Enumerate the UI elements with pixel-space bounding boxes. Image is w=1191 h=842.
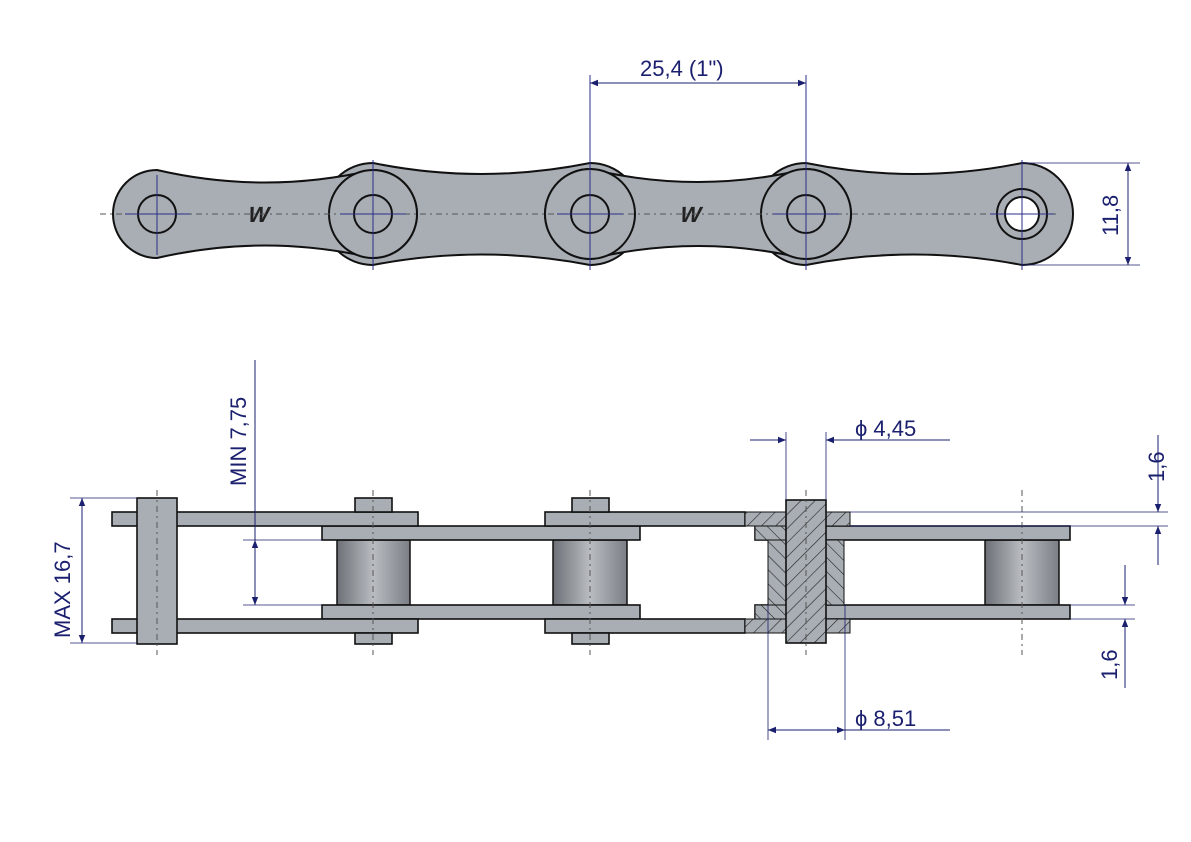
bushing-section (767, 539, 787, 606)
outer-plate-thickness-label: 1,6 (1144, 451, 1169, 482)
pin-centerlines (156, 490, 1023, 655)
top-view: W W 25,4 (1") 11,8 (100, 56, 1140, 270)
max-width-label: MAX 16,7 (50, 541, 75, 638)
side-view: MAX 16,7 MIN 7,75 ϕ 4,45 ϕ 8,51 1,6 1,6 (50, 360, 1169, 740)
outer-plate-top (544, 511, 746, 527)
inner-plate-bottom (321, 604, 641, 620)
outer-plate-top (111, 511, 419, 527)
inner-plate-top (321, 525, 641, 541)
bushing-section (825, 539, 845, 606)
pin-crosshairs (125, 75, 1054, 270)
outer-plate-bottom (111, 618, 419, 634)
pin-diameter-label: ϕ 4,45 (855, 416, 916, 441)
min-width-label: MIN 7,75 (226, 397, 251, 486)
outer-plate-bottom (544, 618, 746, 634)
pitch-label: 25,4 (1") (640, 56, 724, 81)
plate-height-label: 11,8 (1098, 195, 1123, 236)
roller-diameter-label: ϕ 8,51 (855, 706, 916, 731)
inner-plate-thickness-label: 1,6 (1097, 649, 1122, 680)
